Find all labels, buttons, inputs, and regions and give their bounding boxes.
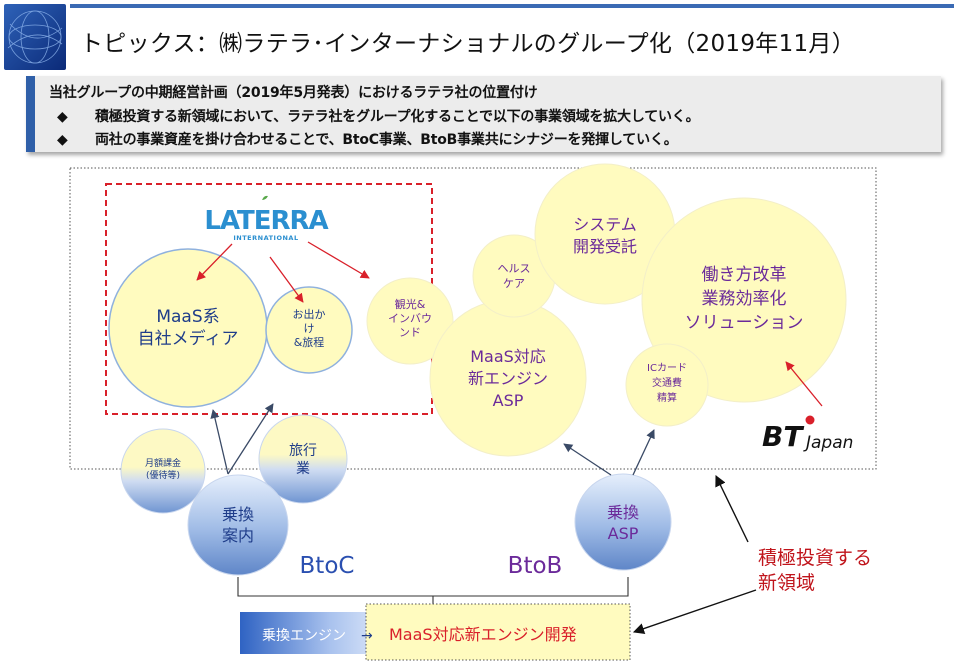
btoc-label: BtoC <box>300 553 355 579</box>
bubble-ryoko: 旅行業 <box>258 414 348 504</box>
header-rule <box>70 4 954 8</box>
bubble-gekkaku: 月額課金(優待等) <box>120 428 206 514</box>
arrow <box>307 241 370 279</box>
bullet-text: 積極投資する新領域において、ラテラ社をグループ化することで以下の事業領域を拡大し… <box>95 109 700 125</box>
company-logo <box>4 4 66 70</box>
new-area-frame <box>69 167 877 470</box>
bubble-label: お出かけ&旅程 <box>293 307 326 349</box>
arrow <box>563 443 612 476</box>
arrow <box>227 403 274 475</box>
arrow <box>196 243 233 281</box>
bubble-odekake: お出かけ&旅程 <box>265 286 353 374</box>
bt-japan-logo: BT Japan <box>762 415 853 453</box>
bubble-label: 旅行業 <box>289 443 317 477</box>
summary-bullet: ◆ 両社の事業資産を掛け合わせることで、BtoC事業、BtoB事業共にシナジーを発… <box>57 129 678 149</box>
bubble-label: MaaS系自社メディア <box>138 307 239 349</box>
page-title: トピックス：㈱ラテラ･インターナショナルのグループ化（2019年11月） <box>80 31 856 57</box>
arrow <box>715 474 749 543</box>
btob-label: BtoB <box>508 553 563 579</box>
bubble-label: 観光&インバウンド <box>388 297 432 339</box>
bubble-label: ICカード交通費精算 <box>647 362 687 404</box>
arrow <box>785 361 823 407</box>
laterra-logo: LATERRA INTERNATIONAL <box>204 195 330 242</box>
bubble-label: 働き方改革業務効率化ソリューション <box>685 265 804 333</box>
new-area-annotation: 積極投資する 新領域 <box>758 546 872 596</box>
summary-heading: 当社グループの中期経営計画（2019年5月発表）におけるラテラ社の位置付け <box>49 85 538 101</box>
laterra-logo-text: LATERRA <box>204 206 328 236</box>
arrow <box>632 429 655 476</box>
summary-bullet: ◆ 積極投資する新領域において、ラテラ社をグループ化することで以下の事業領域を拡大… <box>57 106 700 126</box>
laterra-logo-sub: INTERNATIONAL <box>233 234 298 242</box>
summary-box: 当社グループの中期経営計画（2019年5月発表）におけるラテラ社の位置付け ◆ 積… <box>26 76 941 152</box>
bullet-icon: ◆ <box>57 109 68 125</box>
bt-logo-main: BT <box>762 420 804 453</box>
bubble-kanko: 観光&インバウンド <box>366 277 454 365</box>
bubble-maas-media: MaaS系自社メディア <box>108 248 268 408</box>
red-dot-icon <box>805 415 815 425</box>
engine-bar-right: MaaS対応新エンジン開発 <box>389 625 577 644</box>
bullet-icon: ◆ <box>57 132 68 148</box>
bubble-label: システム開発受託 <box>573 215 637 256</box>
bullet-text: 両社の事業資産を掛け合わせることで、BtoC事業、BtoB事業共にシナジーを発揮… <box>95 132 678 148</box>
leaf-icon <box>262 195 268 200</box>
engine-bar: 乗換エンジン → MaaS対応新エンジン開発 <box>240 603 631 661</box>
bubble-health: ヘルスケア <box>472 234 556 318</box>
arrow <box>210 409 229 475</box>
engine-bar-arrow: → <box>361 628 373 644</box>
bubble-label: 乗換案内 <box>222 505 254 545</box>
arrow <box>632 589 757 635</box>
annotation-text: 積極投資する 新領域 <box>758 547 873 594</box>
bubble-label: 月額課金(優待等) <box>145 457 181 481</box>
bubble-label: ヘルスケア <box>498 262 531 290</box>
engine-bar-left: 乗換エンジン <box>262 628 346 644</box>
arrow <box>269 256 304 303</box>
bubble-norikae-annai: 乗換案内 <box>187 474 289 576</box>
bubble-hatarakikata: 働き方改革業務効率化ソリューション <box>641 197 847 403</box>
bubble-ic-card: ICカード交通費精算 <box>625 343 709 427</box>
bt-logo-sub: Japan <box>803 433 853 453</box>
